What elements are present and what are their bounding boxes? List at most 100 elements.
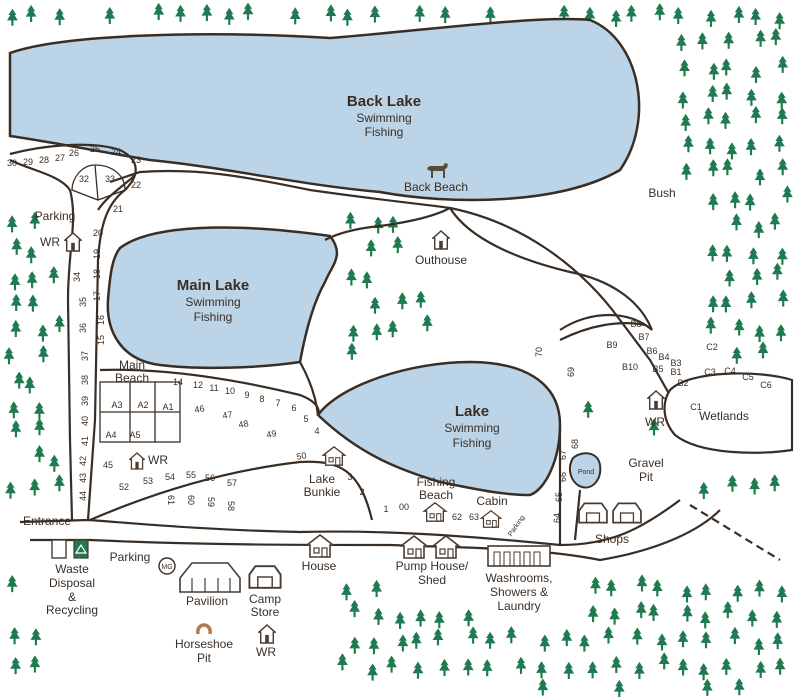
site-22: 22 <box>131 180 141 190</box>
tree-icon <box>753 221 765 239</box>
site-62: 62 <box>452 512 462 522</box>
washrooms-building-icon <box>487 545 551 567</box>
site-00: 00 <box>399 502 409 512</box>
tree-icon <box>367 663 378 681</box>
tree-icon <box>751 267 763 285</box>
tree-icon <box>729 191 741 209</box>
tree-icon <box>698 663 709 681</box>
site-3: 3 <box>347 472 352 482</box>
site-6: 6 <box>291 403 296 413</box>
site-41: 41 <box>80 436 90 446</box>
tree-icon <box>610 9 622 27</box>
tree-icon <box>769 474 781 492</box>
site-c1: C1 <box>690 402 702 412</box>
site-c5: C5 <box>742 372 754 382</box>
site-23: 23 <box>131 155 141 165</box>
tree-icon <box>9 273 21 291</box>
tree-icon <box>337 653 348 671</box>
tree-icon <box>462 658 474 676</box>
tree-icon <box>415 609 426 627</box>
tree-icon <box>610 655 622 673</box>
tree-icon <box>342 8 353 26</box>
washroom-bottom-icon <box>258 624 276 644</box>
site-27: 27 <box>55 153 65 163</box>
shed-icon <box>432 535 460 559</box>
site-b2: B2 <box>677 378 688 388</box>
site-21: 21 <box>113 204 123 214</box>
tree-icon <box>746 609 758 627</box>
tree-icon <box>346 268 357 286</box>
tree-icon <box>775 324 787 342</box>
tree-icon <box>587 661 598 679</box>
back-lake-line2: Fishing <box>365 125 404 139</box>
tree-icon <box>348 324 359 342</box>
tree-icon <box>485 6 496 24</box>
tree-icon <box>774 12 785 30</box>
mg-label: MG <box>161 564 172 571</box>
site-24: 24 <box>111 147 121 157</box>
waste-label-1: Waste <box>55 562 89 576</box>
site-70: 70 <box>534 347 544 357</box>
tree-icon <box>289 7 301 25</box>
tree-icon <box>697 32 708 50</box>
outhouse-label: Outhouse <box>415 253 467 267</box>
main-beach-label-1: Main <box>119 358 145 372</box>
tree-icon <box>605 579 617 597</box>
site-34: 34 <box>72 272 82 282</box>
tree-icon <box>29 655 41 673</box>
wr-top-label: WR <box>40 235 60 249</box>
tree-icon <box>223 7 235 25</box>
site-38: 38 <box>80 375 90 385</box>
tree-icon <box>6 215 18 233</box>
tree-icon <box>587 605 599 623</box>
tree-icon <box>8 401 20 419</box>
tree-icon <box>341 583 352 601</box>
tree-icon <box>681 585 693 603</box>
tree-icon <box>679 59 690 77</box>
tree-icon <box>505 626 517 644</box>
site-46: 46 <box>194 403 206 415</box>
tree-icon <box>415 290 427 308</box>
bush-label: Bush <box>648 186 675 200</box>
lake-bunkie-icon <box>322 446 346 466</box>
tree-icon <box>701 678 713 696</box>
tree-icon <box>10 420 22 438</box>
tree-icon <box>10 293 22 311</box>
tree-icon <box>722 158 733 176</box>
site-a2: A2 <box>137 400 148 410</box>
tree-icon <box>13 371 25 389</box>
tree-icon <box>750 106 762 124</box>
tree-icon <box>369 296 381 314</box>
washroom-east-icon <box>647 390 665 410</box>
tree-icon <box>723 31 735 49</box>
main-lake <box>106 226 339 370</box>
tree-icon <box>48 454 60 472</box>
fishing-beach-icon <box>423 502 447 522</box>
tree-icon <box>677 630 689 648</box>
tree-icon <box>720 657 732 675</box>
tree-icon <box>467 626 479 644</box>
washroom-top-icon <box>64 232 82 252</box>
tree-icon <box>349 600 360 618</box>
site-a3: A3 <box>111 400 122 410</box>
site-29: 29 <box>23 157 33 167</box>
site-b5: B5 <box>652 364 663 374</box>
tree-icon <box>753 637 765 655</box>
tree-icon <box>104 6 116 25</box>
main-lake-name: Main Lake <box>177 277 250 294</box>
tree-icon <box>613 679 625 697</box>
site-19: 19 <box>92 249 102 259</box>
tree-icon <box>680 113 692 131</box>
tree-icon <box>749 477 760 495</box>
tree-icon <box>726 142 738 160</box>
tree-icon <box>720 111 731 129</box>
tree-icon <box>201 3 213 22</box>
tree-icon <box>38 345 49 363</box>
main-lake-line1: Swimming <box>185 295 240 309</box>
back-beach-label: Back Beach <box>404 180 468 194</box>
tree-icon <box>626 4 637 22</box>
tree-icon <box>699 611 711 629</box>
site-8: 8 <box>259 394 264 404</box>
tree-icon <box>34 445 45 463</box>
tree-icon <box>371 323 383 341</box>
